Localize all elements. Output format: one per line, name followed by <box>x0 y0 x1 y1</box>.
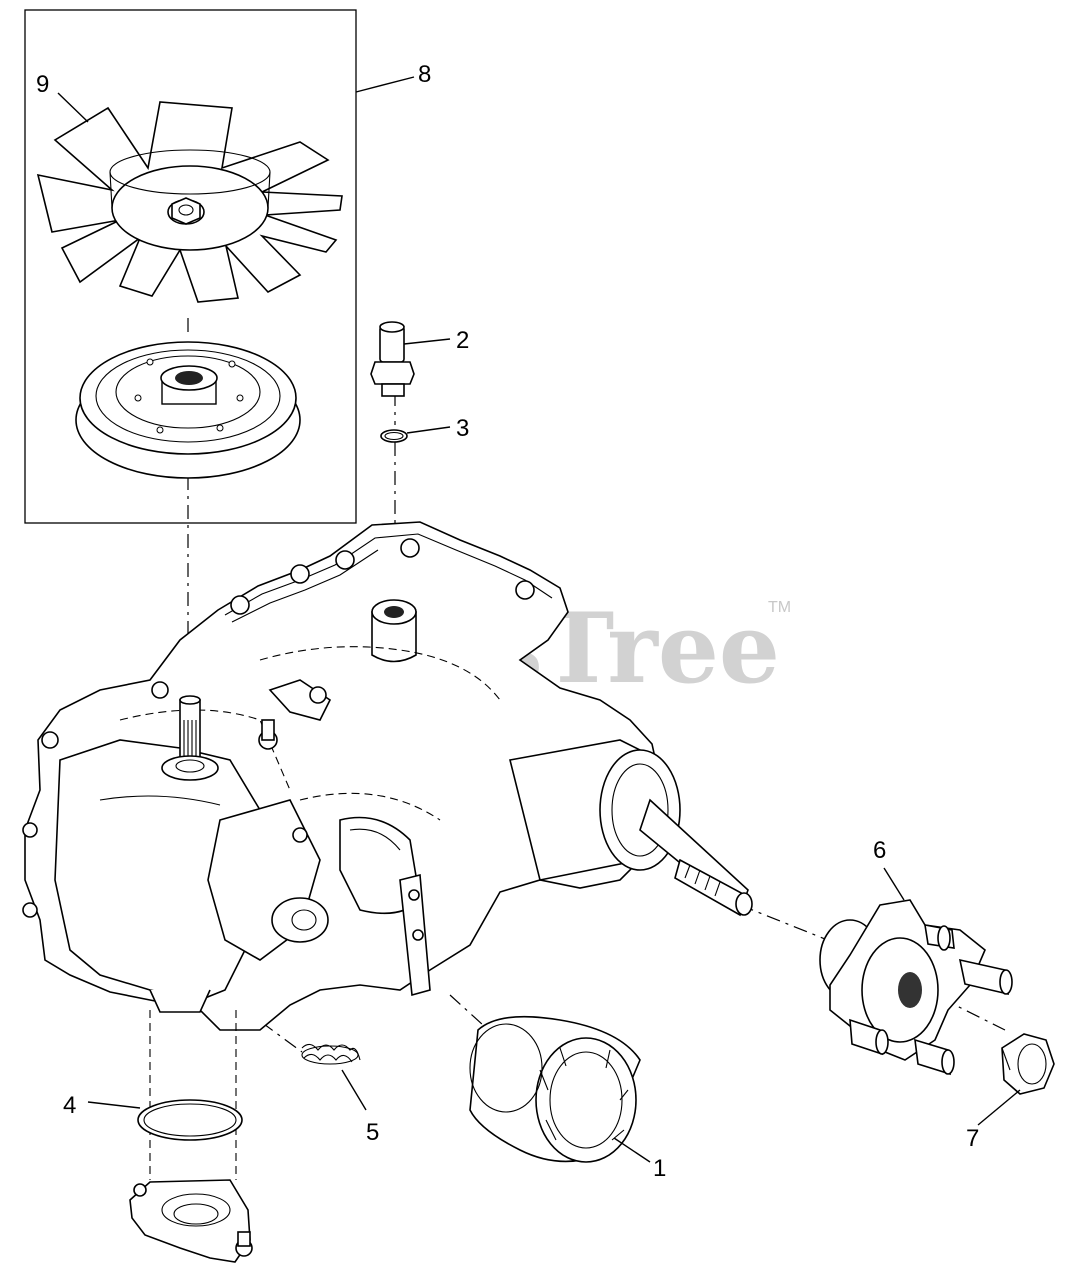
breather-fitting <box>370 321 415 397</box>
pulley <box>75 341 301 479</box>
callout-3: 3 <box>456 415 469 442</box>
o-ring-small <box>380 429 408 443</box>
wheel-hub <box>819 899 1013 1076</box>
watermark-trademark: TM <box>768 599 791 616</box>
oil-filter <box>469 1015 641 1163</box>
o-ring-large <box>137 1099 243 1141</box>
lug-nut <box>1001 1033 1055 1095</box>
callout-8: 8 <box>418 61 431 88</box>
transaxle-housing <box>22 521 753 1180</box>
filter-base-cover <box>129 1179 253 1263</box>
callout-4: 4 <box>63 1092 76 1119</box>
callout-7: 7 <box>966 1125 979 1152</box>
leader-lines <box>57 76 1021 1163</box>
callout-2: 2 <box>456 327 469 354</box>
callout-6: 6 <box>873 837 886 864</box>
spring <box>301 1043 361 1065</box>
fan <box>36 101 343 303</box>
fan-pulley-kit-box <box>24 9 357 524</box>
callout-5: 5 <box>366 1119 379 1146</box>
callout-1: 1 <box>653 1155 666 1182</box>
callout-labels: 9 8 2 3 4 5 1 6 7 <box>36 61 979 1182</box>
callout-9: 9 <box>36 71 49 98</box>
